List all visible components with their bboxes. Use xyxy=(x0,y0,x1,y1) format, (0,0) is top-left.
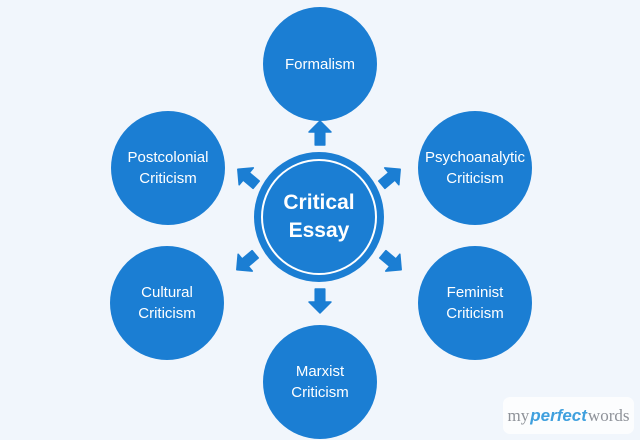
center-label-line2: Essay xyxy=(288,219,350,242)
node-label: Psychoanalytic xyxy=(424,149,526,166)
node-label: Criticism xyxy=(446,305,504,322)
node-label: Postcolonial xyxy=(127,149,209,166)
node-label: Cultural xyxy=(141,284,193,301)
arrow-up-left-icon xyxy=(229,159,264,194)
arrow-down-right-icon xyxy=(374,244,409,279)
node-formalism: Formalism xyxy=(263,7,377,121)
node-critical-essay: Critical Essay xyxy=(254,152,384,282)
center-label-line1: Critical xyxy=(283,190,355,214)
arrow-down-icon xyxy=(308,288,332,314)
node-label: Criticism xyxy=(138,305,196,322)
arrow-down-left-icon xyxy=(228,244,263,279)
logo-text-words: words xyxy=(587,405,630,425)
node-label: Marxist xyxy=(295,363,345,380)
node-label: Formalism xyxy=(285,55,355,73)
arrow-up-icon xyxy=(308,120,332,146)
node-label: Criticism xyxy=(291,384,349,401)
node-label: Criticism xyxy=(446,170,504,187)
logo-text-perfect: perfect xyxy=(530,405,587,425)
arrow-up-right-icon xyxy=(373,159,408,194)
node-label: Feminist xyxy=(446,284,504,301)
logo-text-my: my xyxy=(507,405,530,425)
node-label: Criticism xyxy=(139,170,197,187)
